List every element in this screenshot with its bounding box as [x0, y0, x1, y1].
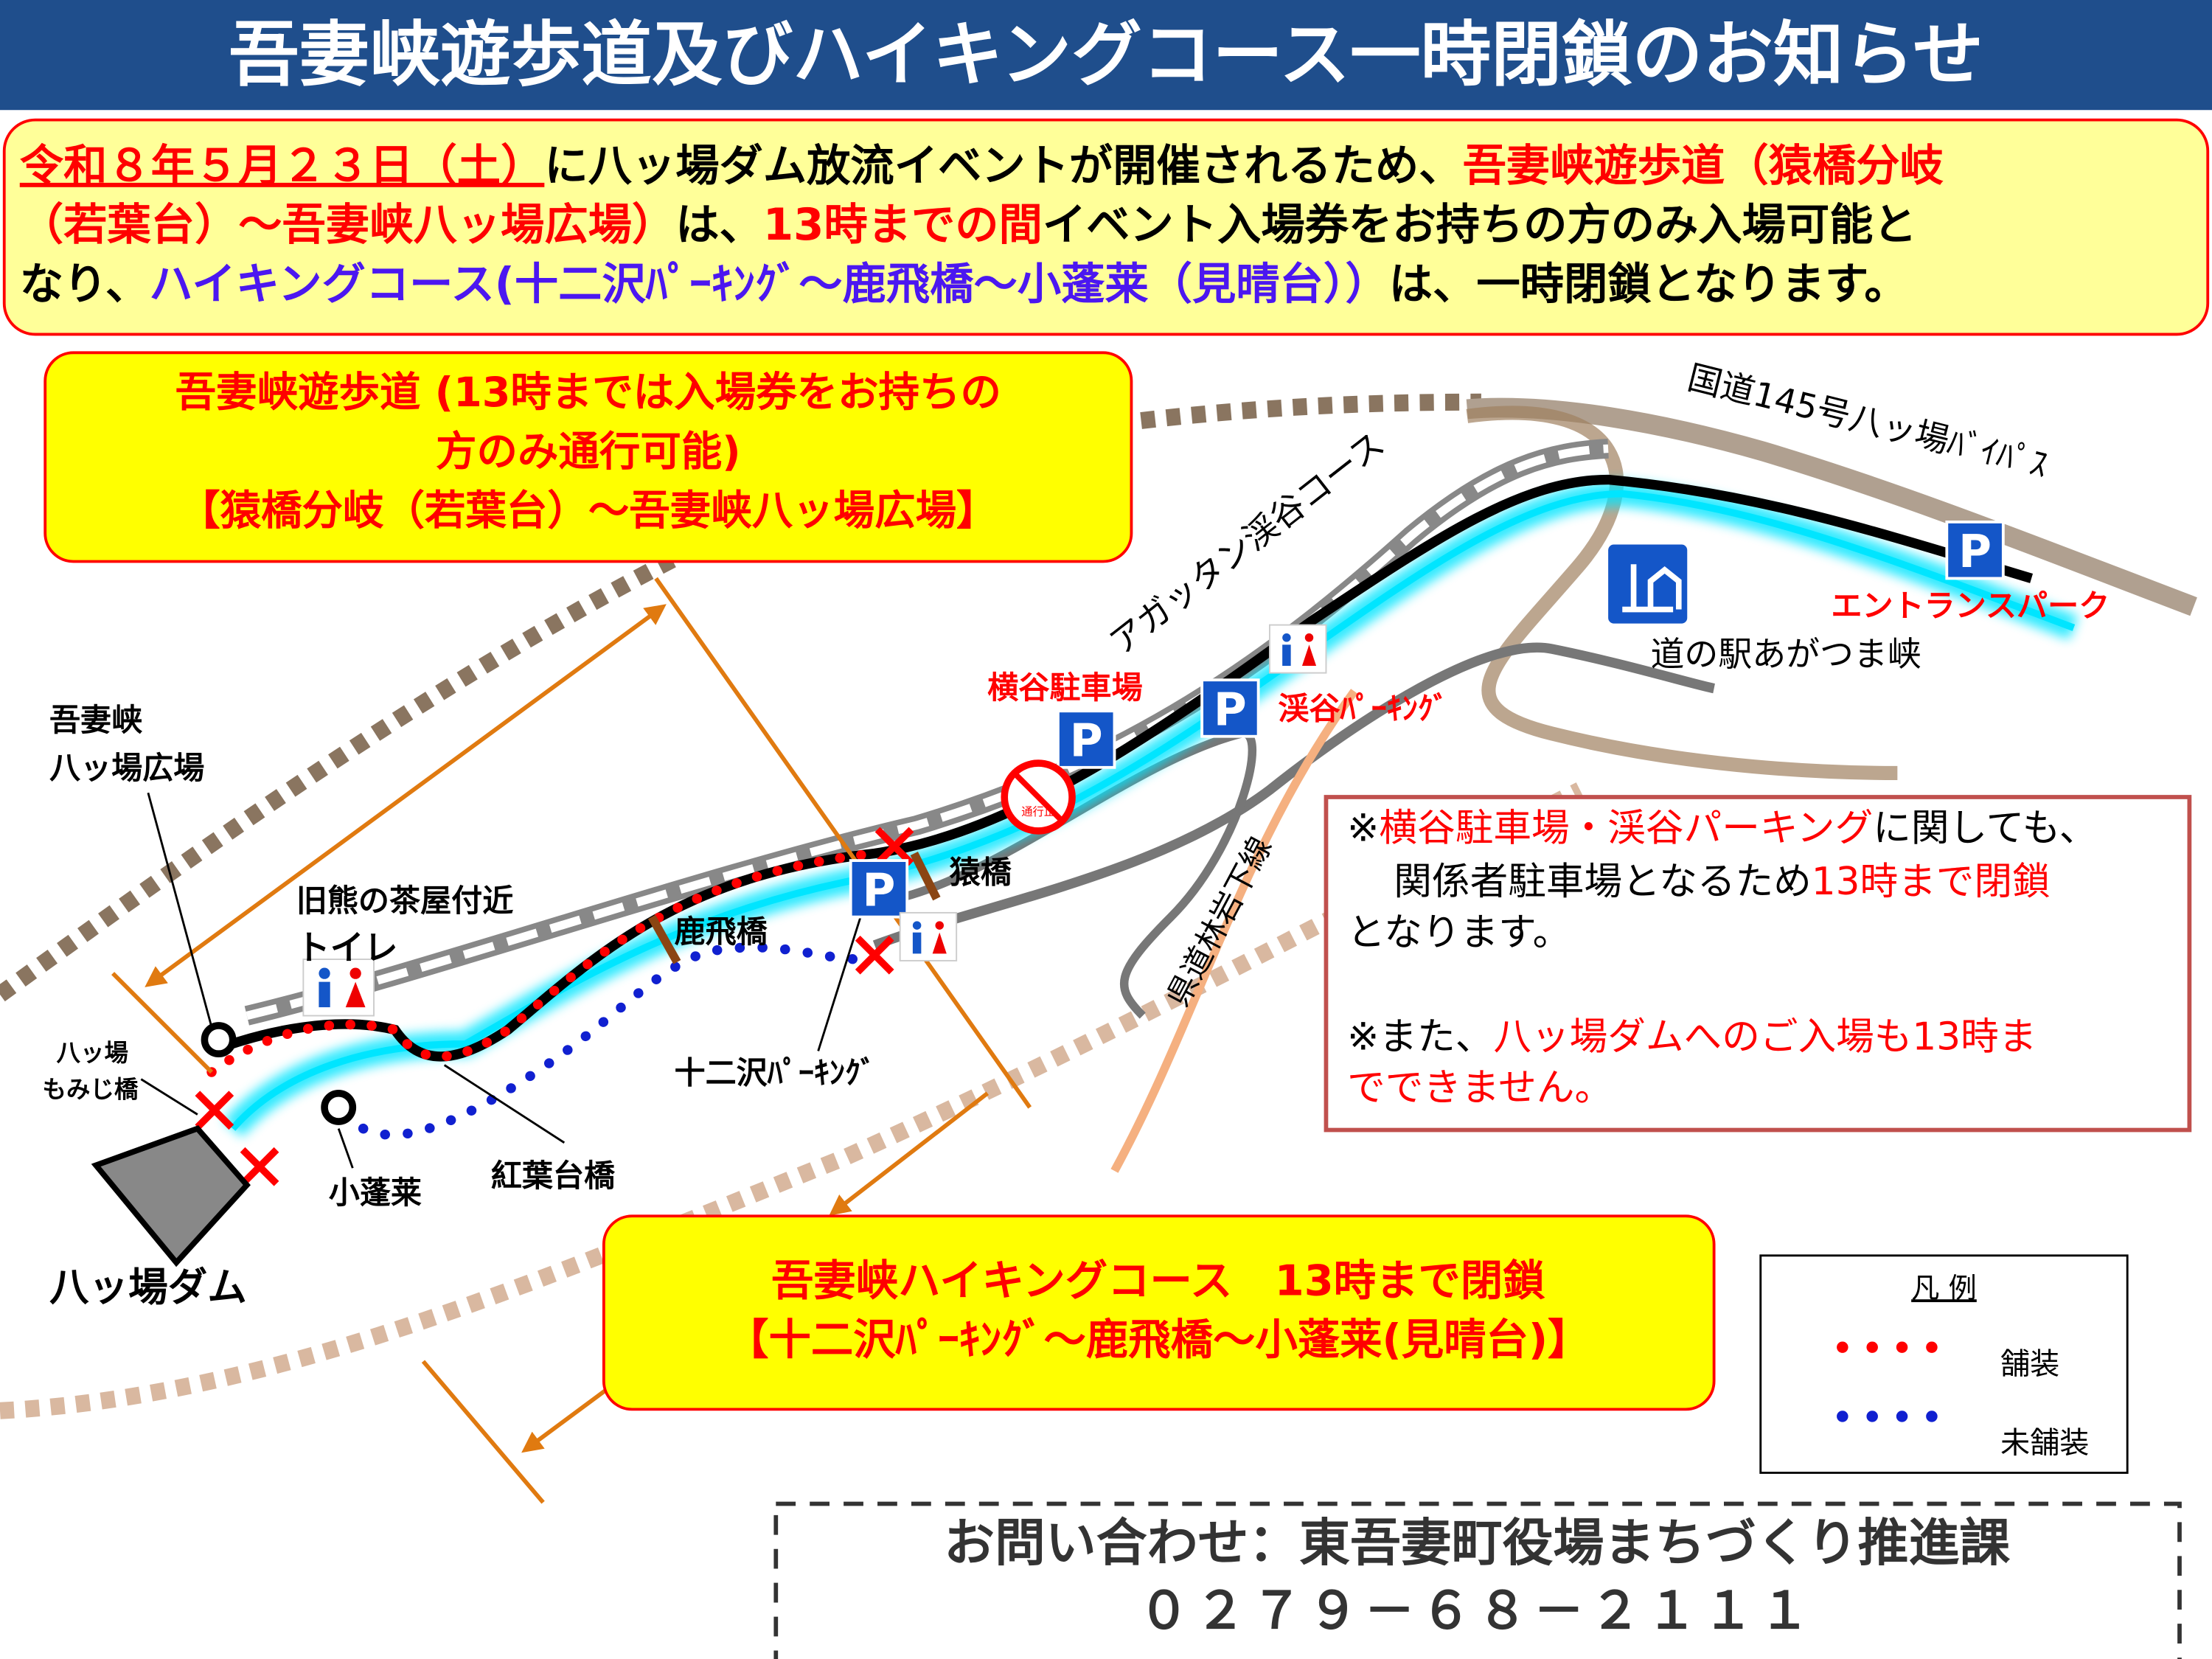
pointer-lines	[140, 792, 862, 1169]
label-saruhashi: 猿橋	[950, 855, 1012, 891]
parking-icon: P	[1200, 678, 1260, 738]
parking-icon: P	[1057, 709, 1116, 769]
label-hiroba-2: 八ッ場広場	[49, 750, 204, 786]
label-entrance-park: エントランスパーク	[1831, 588, 2110, 624]
svg-text:P: P	[1070, 715, 1103, 768]
note-line-3: となります。	[1347, 911, 1571, 955]
no-entry-icon: 通行止	[1001, 759, 1076, 835]
page-title: 吾妻峡遊歩道及びハイキングコース一時閉鎖のお知らせ	[229, 13, 1983, 96]
hiroba-marker	[201, 1022, 237, 1057]
extent-lines	[111, 577, 1032, 1504]
svg-text:P: P	[1214, 684, 1247, 736]
notice-text: は、	[675, 199, 763, 250]
dam-shape	[91, 1125, 251, 1267]
notice-text: に八ッ場ダム放流イベントが開催されるため、	[544, 140, 1462, 191]
contact-box	[773, 1501, 2182, 1659]
header-bar	[0, 0, 2212, 111]
svg-text:P: P	[1958, 526, 1992, 578]
notice-red-text: （若葉台）～吾妻峡八ッ場広場）	[20, 199, 675, 250]
notice-text: イベント入場券をお持ちの方のみ入場可能と	[1043, 199, 1917, 250]
notice-text: なり、	[20, 259, 150, 310]
note-line-2: 関係者駐車場となるため13時まで閉鎖	[1394, 860, 2050, 904]
note-red-text: 横谷駐車場・渓谷パーキング	[1379, 806, 1873, 850]
label-bypass: 国道145号八ッ場ﾊﾞｲﾊﾟｽ	[1684, 357, 2052, 485]
notice-box	[2, 118, 2210, 336]
label-keikoku-parking: 渓谷ﾊﾟｰｷﾝｸﾞ	[1278, 691, 1448, 727]
parking-icon: P	[1945, 520, 2005, 580]
toilet-icon	[302, 959, 375, 1017]
legend-unpaved-label: 未舗装	[2000, 1427, 2089, 1461]
toilet-icon	[1268, 624, 1327, 674]
contact-phone: ０２７９－６８－２１１１	[1138, 1582, 1815, 1641]
closure-x-icon	[240, 1147, 279, 1186]
hiking-callout-line-1: 吾妻峡ハイキングコース 13時まで閉鎖	[771, 1256, 1545, 1305]
promenade-callout-line-1: 吾妻峡遊歩道 (13時までは入場券をお持ちの	[175, 369, 1001, 417]
prefectural-road	[1110, 689, 1358, 1173]
promenade-callout-line-3: 【猿橋分岐（若葉台）～吾妻峡八ッ場広場】	[179, 488, 997, 535]
note-line-1: ※横谷駐車場・渓谷パーキングに関しても、	[1347, 806, 2097, 850]
closure-x-icon	[855, 935, 894, 975]
note-red-text: 八ッ場ダムへのご入場も13時ま	[1493, 1015, 2037, 1059]
label-dam: 八ッ場ダム	[49, 1264, 247, 1310]
note-text: 関係者駐車場となるため	[1394, 860, 1811, 904]
note-text: ※	[1347, 806, 1379, 850]
local-road	[872, 642, 1715, 950]
label-toilet: トイレ	[296, 928, 398, 967]
closure-x-icon	[195, 1091, 234, 1130]
label-michinoeki: 道の駅あがつま峡	[1651, 634, 1921, 674]
promenade-callout	[44, 351, 1133, 563]
unpaved-trail	[341, 942, 866, 1140]
local-road-2	[874, 729, 1257, 1019]
label-momiji-2: もみじ橋	[42, 1076, 139, 1104]
notice-line-3: なり、ハイキングコース(十二沢ﾊﾟｰｷﾝｸﾞ～鹿飛橋～小蓬莱（見晴台））は、一時…	[20, 259, 1908, 310]
label-kumanochaya: 旧熊の茶屋付近	[296, 883, 514, 919]
kohourai-marker	[321, 1089, 357, 1125]
saruhashi-bridge	[910, 851, 941, 901]
notice-line-2: （若葉台）～吾妻峡八ッ場広場）は、13時までの間イベント入場券をお持ちの方のみ入…	[20, 199, 1917, 250]
notice-blue-text: ハイキングコース(十二沢ﾊﾟｰｷﾝｸﾞ～鹿飛橋～小蓬莱（見晴台））	[149, 259, 1388, 310]
bypass-road	[1466, 397, 2197, 616]
area-boundary-upper	[0, 393, 1481, 1002]
notice-red-text: 13時までの間	[763, 199, 1043, 250]
label-juunisawa: 十二沢ﾊﾟｰｷﾝｸﾞ	[675, 1054, 877, 1091]
note-line-5: でできません。	[1347, 1065, 1613, 1110]
label-momiji-1: 八ッ場	[57, 1039, 129, 1067]
river	[230, 490, 2076, 1131]
note-line-4: ※また、八ッ場ダムへのご入場も13時ま	[1347, 1015, 2037, 1059]
label-kohourai: 小蓬莱	[329, 1175, 422, 1211]
parking-note-box	[1324, 795, 2192, 1133]
label-shikatobi: 鹿飛橋	[675, 914, 768, 950]
contact-department: お問い合わせ：東吾妻町役場まちづくり推進課	[944, 1514, 2010, 1573]
label-kouyoudai: 紅葉台橋	[491, 1158, 616, 1194]
promenade-callout-line-2: 方のみ通行可能)	[436, 428, 741, 476]
notice-red-text: 吾妻峡遊歩道（猿橋分岐	[1463, 140, 1944, 191]
closure-marks	[195, 827, 914, 1186]
legend: 凡 例 舗装 未舗装	[1759, 1254, 2129, 1474]
note-text: に関しても、	[1873, 806, 2097, 850]
hiking-callout-line-2: 【十二沢ﾊﾟｰｷﾝｸﾞ～鹿飛橋～小蓬莱(見晴台)】	[726, 1315, 1590, 1365]
closure-x-icon	[874, 827, 914, 866]
hiking-callout	[602, 1214, 1716, 1411]
svg-text:通行止: 通行止	[1021, 805, 1055, 818]
note-red-text: 13時まで閉鎖	[1812, 860, 2051, 904]
parking-icon: P	[849, 859, 909, 919]
svg-text:P: P	[863, 864, 896, 917]
legend-title: 凡 例	[1911, 1272, 1977, 1305]
notice-text: は、一時閉鎖となります。	[1389, 259, 1908, 310]
event-date: 令和８年５月２３日（土）	[20, 140, 545, 191]
note-text: ※また、	[1347, 1015, 1493, 1059]
label-yokoya-parking: 横谷駐車場	[987, 669, 1142, 706]
toilet-icon	[899, 911, 958, 961]
roadside-station-icon	[1608, 544, 1688, 624]
label-hiroba-1: 吾妻峡	[49, 702, 142, 738]
main-road	[209, 474, 2034, 1062]
notice-line-1: 令和８年５月２３日（土）に八ッ場ダム放流イベントが開催されるため、吾妻峡遊歩道（…	[20, 140, 1944, 191]
legend-paved-label: 舗装	[2000, 1348, 2059, 1382]
